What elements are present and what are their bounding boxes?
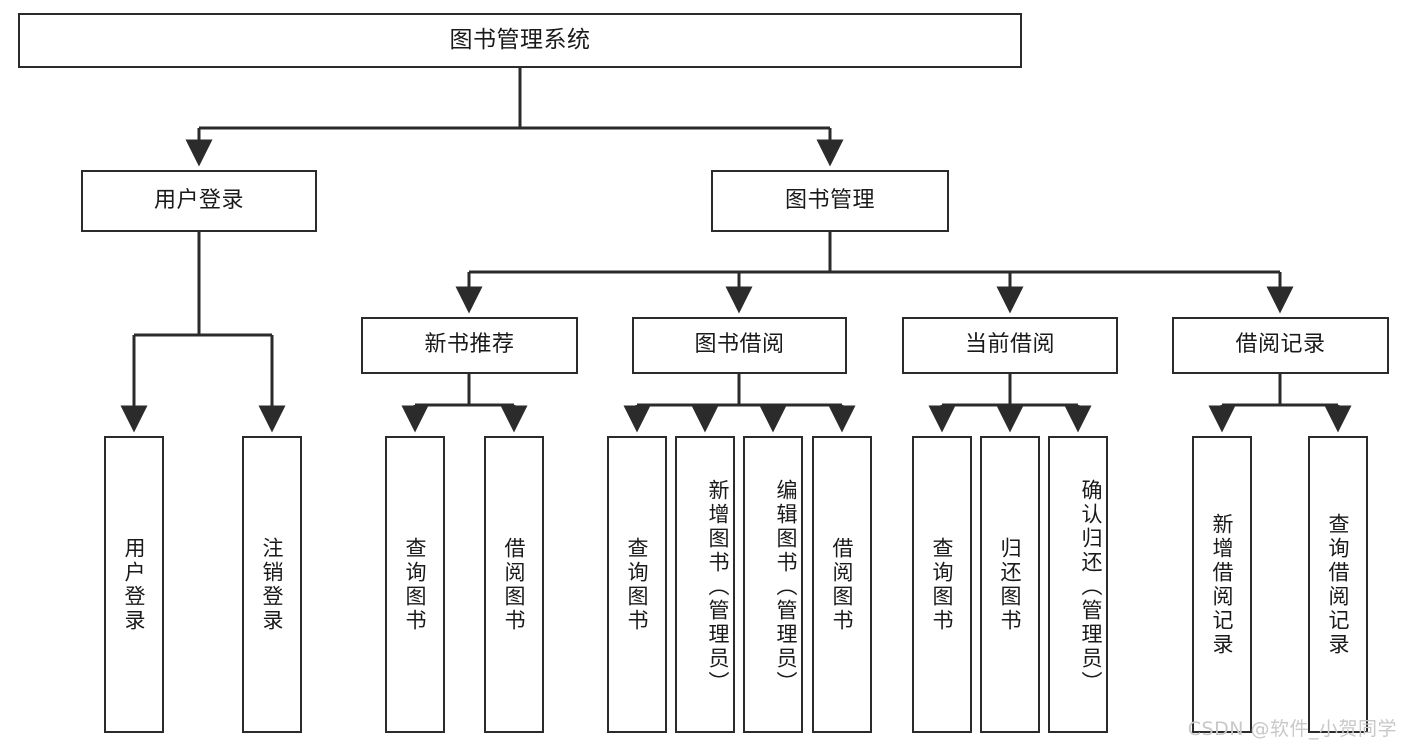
node-label: 查询图书 [930, 536, 954, 633]
leaf-user-login[interactable]: 用户登录 [104, 436, 164, 733]
leaf-add-book[interactable]: 新增图书（管理员） [675, 436, 735, 733]
node-book-borrow[interactable]: 图书借阅 [632, 317, 847, 374]
leaf-return-book[interactable]: 归还图书 [980, 436, 1040, 733]
node-borrow-record[interactable]: 借阅记录 [1172, 317, 1389, 374]
leaf-edit-book[interactable]: 编辑图书（管理员） [743, 436, 803, 733]
node-label: 查询图书 [625, 536, 649, 633]
leaf-query-book-1[interactable]: 查询图书 [385, 436, 445, 733]
node-label: 用户登录 [153, 187, 244, 213]
leaf-query-record[interactable]: 查询借阅记录 [1308, 436, 1368, 733]
node-label: 新增图书（管理员） [706, 478, 730, 695]
node-label: 图书借阅 [694, 332, 785, 358]
node-label: 新书推荐 [424, 332, 515, 358]
node-label: 图书管理 [784, 187, 875, 213]
leaf-confirm-return[interactable]: 确认归还（管理员） [1048, 436, 1108, 733]
node-book-manage[interactable]: 图书管理 [711, 170, 949, 232]
leaf-borrow-book-2[interactable]: 借阅图书 [812, 436, 872, 733]
node-user-login[interactable]: 用户登录 [81, 170, 317, 232]
node-label: 确认归还（管理员） [1079, 478, 1103, 695]
node-label: 借阅记录 [1235, 332, 1326, 358]
leaf-query-book-3[interactable]: 查询图书 [912, 436, 972, 733]
csdn-watermark: CSDN @软件_小贺同学 [1187, 718, 1397, 740]
leaf-query-book-2[interactable]: 查询图书 [607, 436, 667, 733]
node-label: 当前借阅 [964, 332, 1055, 358]
node-current-borrow[interactable]: 当前借阅 [902, 317, 1118, 374]
leaf-borrow-book-1[interactable]: 借阅图书 [484, 436, 544, 733]
node-label: 注销登录 [260, 536, 284, 633]
node-label: 查询借阅记录 [1326, 512, 1350, 657]
node-label: 查询图书 [403, 536, 427, 633]
node-new-book-rec[interactable]: 新书推荐 [361, 317, 578, 374]
node-label: 用户登录 [122, 536, 146, 633]
leaf-add-record[interactable]: 新增借阅记录 [1192, 436, 1252, 733]
node-label: 新增借阅记录 [1210, 512, 1234, 657]
node-label: 借阅图书 [830, 536, 854, 633]
node-label: 图书管理系统 [449, 26, 591, 53]
leaf-logout[interactable]: 注销登录 [242, 436, 302, 733]
node-label: 借阅图书 [502, 536, 526, 633]
node-label: 归还图书 [998, 536, 1022, 633]
node-label: 编辑图书（管理员） [774, 478, 798, 695]
node-root-system[interactable]: 图书管理系统 [18, 13, 1022, 68]
